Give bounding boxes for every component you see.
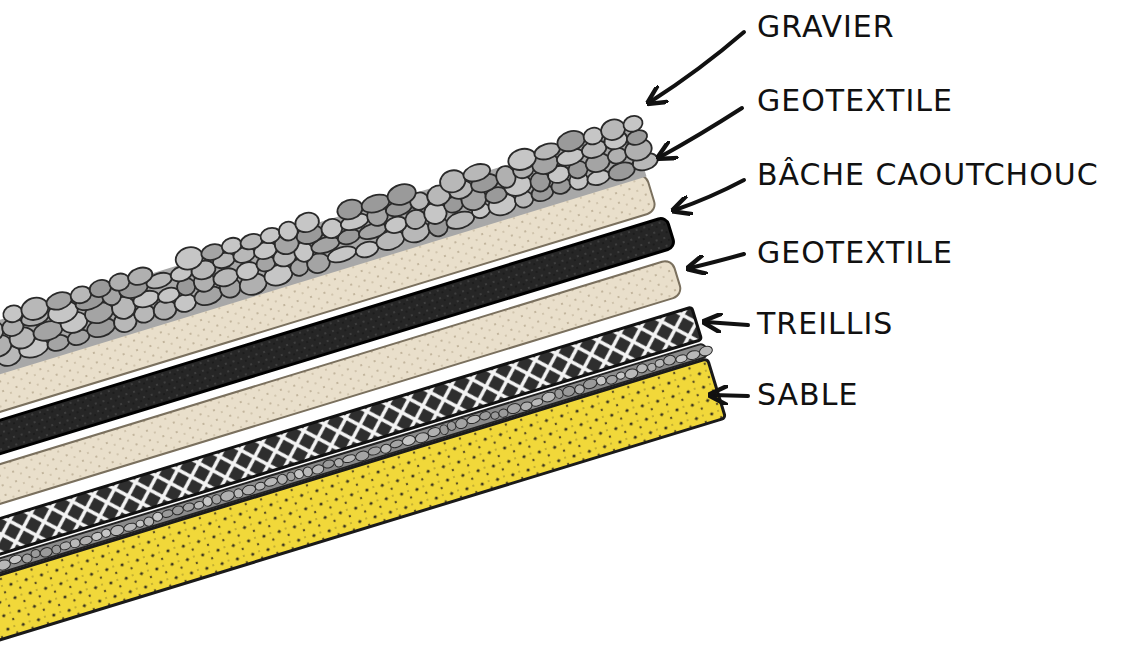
- pebble: [335, 197, 365, 223]
- pebble: [541, 391, 557, 404]
- pebble: [555, 128, 587, 155]
- pebble: [319, 216, 345, 240]
- pebble: [1, 303, 25, 325]
- layer-label: BÂCHE CAOUTCHOUC: [757, 160, 1099, 190]
- pebble: [171, 505, 184, 516]
- pebble: [595, 375, 607, 386]
- pebble: [562, 385, 576, 398]
- layer-label: GEOTEXTILE: [757, 86, 953, 116]
- pebble: [126, 265, 155, 288]
- pebble: [454, 417, 468, 430]
- pebble: [427, 426, 442, 438]
- pebble: [202, 495, 214, 507]
- pebble: [389, 439, 403, 449]
- pebble: [359, 191, 391, 215]
- layer-stack: [0, 108, 736, 655]
- pebble: [109, 524, 125, 537]
- pebble: [161, 509, 174, 519]
- pebble: [385, 181, 418, 208]
- pebble: [30, 549, 41, 559]
- pebble: [19, 294, 51, 323]
- layer-label: GEOTEXTILE: [757, 238, 953, 268]
- pebble: [698, 345, 713, 358]
- pebble: [302, 466, 314, 478]
- pebble: [107, 271, 132, 293]
- layer-label: TREILLIS: [757, 309, 893, 339]
- leader-arrow: [712, 395, 748, 396]
- pebble: [662, 354, 676, 366]
- pebble: [220, 235, 244, 255]
- pebble: [173, 244, 206, 273]
- leader-arrow: [690, 254, 744, 268]
- pebble: [401, 434, 416, 447]
- pebble: [101, 528, 112, 538]
- pebble: [636, 362, 649, 374]
- pebble: [79, 535, 93, 547]
- pebble: [520, 401, 533, 412]
- pebble: [59, 541, 71, 551]
- geotextile-layer: [0, 173, 657, 450]
- pebble: [675, 354, 688, 364]
- pebble: [219, 489, 235, 503]
- pebble: [322, 459, 335, 470]
- pebble: [241, 484, 257, 497]
- pebble: [461, 161, 492, 185]
- pebble: [263, 476, 278, 488]
- pebble: [8, 554, 22, 565]
- pebble: [182, 502, 195, 513]
- pebble: [599, 117, 628, 143]
- pebble: [616, 371, 626, 380]
- layer-label: GRAVIER: [757, 12, 895, 42]
- pebble: [446, 421, 457, 432]
- pebble: [506, 146, 539, 174]
- pebble: [152, 511, 164, 522]
- pebble: [293, 210, 322, 235]
- gravel: [0, 108, 661, 415]
- pebble: [686, 349, 701, 361]
- pebble: [135, 519, 145, 528]
- leader-arrow: [660, 108, 742, 157]
- leader-arrow: [650, 32, 744, 102]
- leader-arrow: [675, 180, 744, 210]
- pebble: [621, 114, 644, 134]
- pebble: [479, 410, 492, 421]
- pebble: [354, 450, 370, 463]
- pebble: [437, 167, 468, 195]
- pebble: [506, 402, 522, 415]
- pebble: [69, 538, 81, 549]
- pebble: [123, 522, 138, 533]
- gravel-base: [0, 127, 647, 415]
- leader-arrows: [650, 32, 748, 396]
- pebble: [582, 377, 598, 390]
- pebble: [342, 453, 357, 464]
- pebble: [466, 414, 481, 425]
- pebble: [367, 446, 381, 457]
- leader-arrow: [706, 322, 748, 325]
- pebble: [44, 289, 74, 312]
- pebble: [39, 546, 53, 558]
- pebble: [554, 388, 564, 399]
- layer-label: SABLE: [757, 380, 858, 410]
